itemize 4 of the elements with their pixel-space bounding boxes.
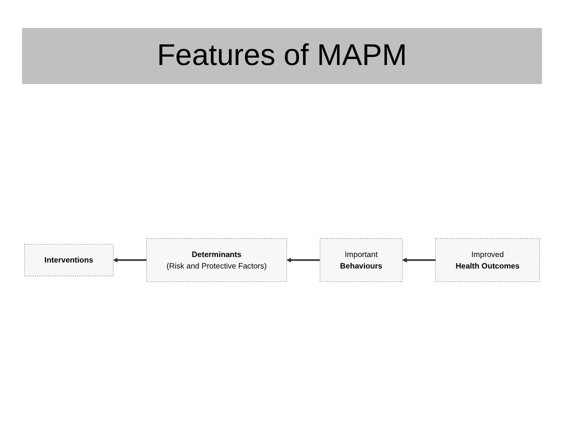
arrow bbox=[113, 258, 147, 262]
arrow bbox=[286, 258, 320, 262]
arrow bbox=[402, 258, 436, 262]
title-banner: Features of MAPM bbox=[22, 28, 542, 84]
